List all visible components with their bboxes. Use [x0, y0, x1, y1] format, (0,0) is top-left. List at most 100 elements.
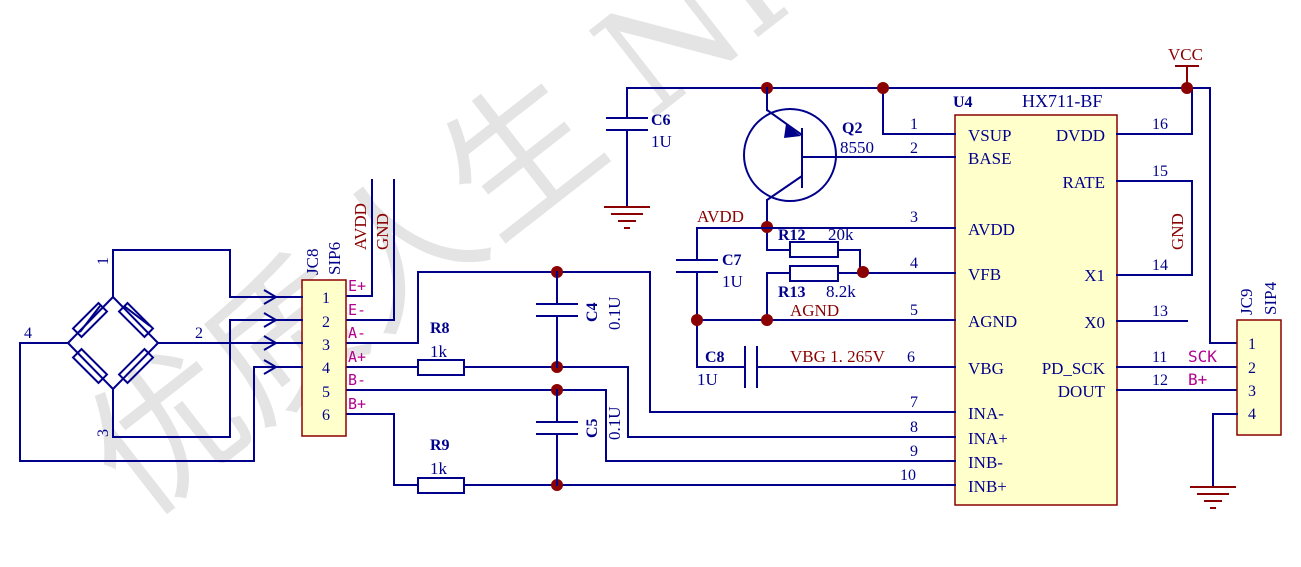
- ground-symbol: [604, 206, 650, 229]
- bridge-node-label: 2: [195, 325, 203, 342]
- connector-jc8: JC8 SIP6 1 2 3 4 5 6 E+ E- A- A+ B- B+: [301, 242, 366, 437]
- pin-num: 3: [910, 209, 918, 226]
- q2-ref: Q2: [842, 120, 862, 137]
- c7-ref: C7: [722, 252, 742, 269]
- jc9-type: SIP4: [1261, 281, 1280, 315]
- jc8-signal-label: B+: [348, 395, 366, 413]
- junction-dot: [1181, 82, 1193, 94]
- c8-ref: C8: [705, 349, 725, 366]
- resistor-r9: [417, 477, 465, 494]
- r13-value: 8.2k: [826, 282, 856, 301]
- capacitor-c8: C8 1U VBG 1. 265V: [697, 346, 886, 389]
- r12-ref: R12: [778, 227, 806, 244]
- ic-part-number: HX711-BF: [1022, 91, 1102, 111]
- load-cell-bridge: 1 2 3 4: [19, 249, 303, 462]
- pin-num: 10: [900, 467, 916, 484]
- input-network: AVDD GND R8 1k C4 0.1U: [345, 179, 886, 494]
- ic-body: [954, 114, 1118, 506]
- junction-dot: [691, 314, 703, 326]
- ic-designator: U4: [953, 94, 973, 111]
- r9-value: 1k: [430, 459, 448, 478]
- c5-value: 0.1U: [605, 406, 624, 440]
- pin-num: 6: [907, 349, 915, 366]
- pin-name: INB+: [968, 477, 1007, 496]
- pin-num: 11: [1152, 349, 1167, 366]
- rate-x1-link: GND: [1168, 180, 1193, 276]
- bplus-net-label: B+: [1188, 370, 1207, 389]
- q2-value: 8550: [840, 138, 874, 157]
- capacitor-c6: C6 1U: [604, 87, 672, 229]
- pin-num: 4: [910, 255, 918, 272]
- jc8-signal-label: A+: [348, 348, 366, 366]
- c8-value: 1U: [697, 370, 718, 389]
- gnd-net-label: GND: [1168, 213, 1187, 250]
- jc8-pin: 5: [322, 384, 330, 401]
- jc8-pin: 4: [322, 360, 330, 377]
- pin-name: PD_SCK: [1042, 359, 1106, 378]
- pin-name: AVDD: [968, 220, 1015, 239]
- junction-dot: [857, 266, 869, 278]
- r12-value: 20k: [828, 225, 854, 244]
- c7-value: 1U: [722, 272, 743, 291]
- bridge-node-label: 4: [24, 325, 32, 342]
- c6-ref: C6: [651, 112, 671, 129]
- avdd-jc8-label: AVDD: [351, 203, 370, 250]
- jc9-pin: 1: [1248, 336, 1256, 353]
- resistor-r13: [789, 265, 839, 282]
- pin-num: 7: [910, 394, 918, 411]
- vbg-net-label: VBG 1. 265V: [790, 347, 886, 366]
- jc8-type: SIP6: [325, 242, 344, 275]
- jc8-pin: 1: [322, 290, 330, 307]
- pin-num: 1: [910, 116, 918, 133]
- pin-num: 5: [910, 302, 918, 319]
- r8-value: 1k: [430, 342, 448, 361]
- vcc-label: VCC: [1168, 45, 1203, 64]
- r13-ref: R13: [778, 284, 806, 301]
- jc8-pin: 3: [322, 337, 330, 354]
- r9-ref: R9: [430, 437, 450, 454]
- pin-name: VBG: [968, 359, 1004, 378]
- pin-name: AGND: [968, 312, 1017, 331]
- r8-ref: R8: [430, 320, 450, 337]
- jc9-designator: JC9: [1237, 289, 1256, 315]
- agnd-net-label: AGND: [790, 301, 839, 320]
- resistor-r12: [789, 241, 839, 258]
- jc9-body: [1236, 319, 1282, 436]
- transistor-q2: Q2 8550: [743, 87, 886, 251]
- jc8-body: [301, 279, 347, 437]
- c4-ref: C4: [584, 302, 601, 322]
- junction-dot: [877, 82, 889, 94]
- gnd-jc8-label: GND: [373, 213, 392, 250]
- jc9-pin: 3: [1248, 383, 1256, 400]
- pin-name: INA-: [968, 404, 1004, 423]
- pin-num: 16: [1152, 116, 1168, 133]
- ground-symbol: [1190, 486, 1236, 509]
- pin-num: 12: [1152, 372, 1168, 389]
- pin-name: X1: [1084, 266, 1105, 285]
- c4-value: 0.1U: [605, 296, 624, 330]
- vcc-rail: VCC: [626, 45, 1238, 344]
- jc9-pin: 4: [1248, 406, 1256, 423]
- jc8-signal-label: A-: [348, 324, 366, 342]
- pin-name: INB-: [968, 453, 1003, 472]
- jc8-signal-label: E-: [348, 301, 366, 319]
- pin-name: DVDD: [1056, 126, 1105, 145]
- jc9-pin: 2: [1248, 360, 1256, 377]
- junction-dot: [761, 314, 773, 326]
- jc8-signal-label: B-: [348, 371, 366, 389]
- pin-name: BASE: [968, 149, 1011, 168]
- jc8-signal-label: E+: [348, 277, 366, 295]
- pin-name: X0: [1084, 313, 1105, 332]
- pin-num: 14: [1152, 257, 1168, 274]
- connector-jc9: JC9 SIP4 1 2 3 4 SCK B+: [1188, 281, 1282, 509]
- pin-name: DOUT: [1058, 382, 1106, 401]
- pin-name: VFB: [968, 265, 1001, 284]
- jc8-pin: 2: [322, 314, 330, 331]
- pin-num: 8: [910, 419, 918, 436]
- jc8-designator: JC8: [303, 249, 322, 275]
- avdd-network: AVDD C7 1U R12 20k R13 8.2k AGND: [676, 207, 886, 368]
- emitter-arrow: [784, 124, 801, 138]
- sck-net-label: SCK: [1188, 347, 1217, 366]
- pin-name: RATE: [1063, 173, 1106, 192]
